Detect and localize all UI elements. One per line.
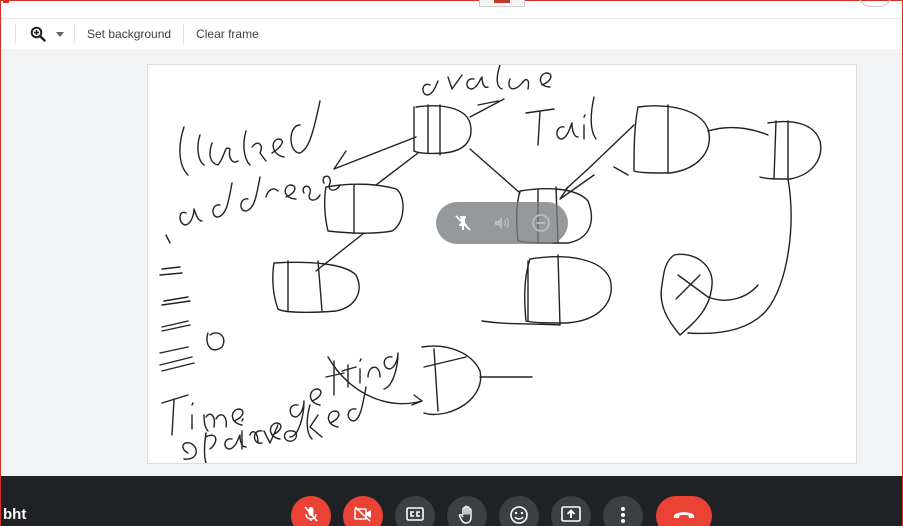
mic-off-icon <box>302 505 320 526</box>
raise-hand-icon <box>458 505 476 526</box>
participant-name: bht <box>3 506 27 523</box>
set-background-button[interactable]: Set background <box>87 27 172 41</box>
present-screen-icon <box>560 505 582 526</box>
meeting-controls-bar: bht <box>1 476 902 526</box>
clear-frame-button[interactable]: Clear frame <box>196 27 259 41</box>
toolbar-divider <box>183 24 185 44</box>
record-indicator <box>3 0 9 3</box>
captions-button[interactable] <box>395 496 435 526</box>
pin-off-icon[interactable] <box>449 209 477 237</box>
camera-off-icon <box>353 505 373 526</box>
tab-stub[interactable] <box>479 0 525 7</box>
toolbar-divider <box>15 24 16 44</box>
end-call-icon <box>671 505 697 526</box>
whiteboard-canvas[interactable] <box>147 64 857 464</box>
window-control-stub[interactable] <box>858 0 892 7</box>
window-top-strip <box>1 0 902 19</box>
emoji-icon <box>509 505 529 526</box>
floating-presenter-controls <box>436 202 568 244</box>
whiteboard-toolbar: Set background Clear frame <box>1 19 902 49</box>
zoom-button[interactable] <box>16 19 74 49</box>
more-options-icon <box>620 505 626 526</box>
reactions-button[interactable] <box>499 496 539 526</box>
leave-call-button[interactable] <box>656 496 712 526</box>
present-now-button[interactable] <box>551 496 591 526</box>
raise-hand-button[interactable] <box>447 496 487 526</box>
whiteboard-workspace <box>1 49 902 476</box>
volume-icon[interactable] <box>488 209 516 237</box>
toolbar-divider <box>74 24 75 44</box>
ink-node <box>413 105 472 155</box>
microphone-toggle-button[interactable] <box>291 496 331 526</box>
captions-icon <box>405 505 425 526</box>
camera-toggle-button[interactable] <box>343 496 383 526</box>
caret-down-icon[interactable] <box>56 31 64 37</box>
remove-circle-icon[interactable] <box>527 209 555 237</box>
ink-drawing <box>159 65 822 463</box>
zoom-in-icon <box>30 26 46 42</box>
more-options-button[interactable] <box>603 496 643 526</box>
